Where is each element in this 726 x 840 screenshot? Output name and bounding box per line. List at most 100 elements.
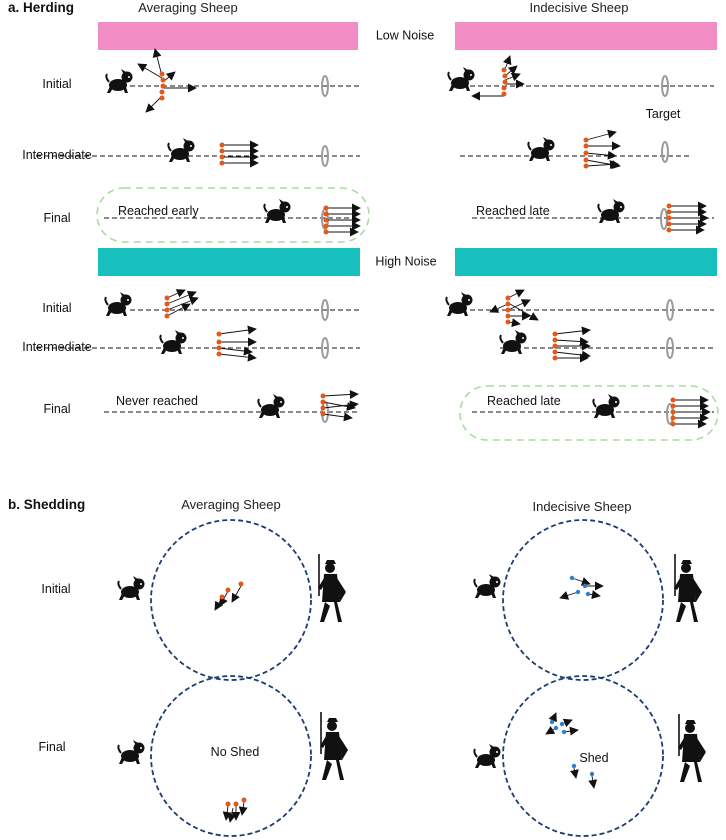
sheep-dot-icon bbox=[571, 763, 577, 769]
sheep-dot-icon bbox=[159, 71, 165, 77]
sheep-dot-icon bbox=[583, 137, 589, 143]
dog-icon bbox=[257, 393, 286, 419]
sheep-dot-icon bbox=[323, 223, 329, 229]
sheep-dot-icon bbox=[670, 409, 676, 415]
sheep-dot-icon bbox=[575, 589, 581, 595]
dog-icon bbox=[159, 329, 188, 355]
dog-icon bbox=[499, 329, 528, 355]
low-noise-band-left bbox=[98, 22, 358, 50]
high-noise-band-left bbox=[98, 248, 360, 276]
row-label-final-low: Final bbox=[43, 211, 70, 225]
sheep-dot-icon bbox=[502, 73, 508, 79]
dog-icon bbox=[117, 575, 146, 601]
target-icon bbox=[660, 208, 668, 230]
sheep-dot-icon bbox=[583, 143, 589, 149]
sheep-group-shed-avg-final bbox=[222, 797, 248, 823]
sheep-dot-icon bbox=[216, 331, 222, 337]
note-reached-late-high: Reached late bbox=[487, 394, 561, 408]
sheep-dot-icon bbox=[583, 163, 589, 169]
dog-icon bbox=[592, 393, 621, 419]
row-label-final-high: Final bbox=[43, 402, 70, 416]
sheep-group-avg-final-high bbox=[320, 389, 359, 422]
sheep-dot-icon bbox=[320, 399, 326, 405]
sheep-dot-icon bbox=[552, 337, 558, 343]
sheep-group-ind-final-low bbox=[666, 201, 709, 235]
shepherd-icon bbox=[319, 711, 349, 781]
note-reached-late-low: Reached late bbox=[476, 204, 550, 218]
sheep-dot-icon bbox=[561, 729, 567, 735]
sheep-dot-icon bbox=[502, 79, 508, 85]
note-reached-early: Reached early bbox=[118, 204, 199, 218]
target-label: Target bbox=[646, 107, 681, 121]
sheep-dot-icon bbox=[320, 393, 326, 399]
sheep-dot-icon bbox=[219, 160, 225, 166]
sheep-dot-icon bbox=[225, 587, 231, 593]
sheep-dot-icon bbox=[320, 405, 326, 411]
sheep-dot-icon bbox=[233, 801, 239, 807]
row-label-shedding-final: Final bbox=[38, 740, 65, 754]
col-title-averaging-shedding: Averaging Sheep bbox=[181, 497, 281, 512]
sheep-dot-icon bbox=[583, 150, 589, 156]
sheep-dot-icon bbox=[552, 343, 558, 349]
sheep-dot-icon bbox=[219, 148, 225, 154]
sheep-dot-icon bbox=[164, 313, 170, 319]
sheep-dot-icon bbox=[666, 209, 672, 215]
sheep-dot-icon bbox=[670, 403, 676, 409]
sheep-dot-icon bbox=[559, 721, 565, 727]
dog-icon bbox=[167, 137, 196, 163]
sheep-dot-icon bbox=[320, 411, 326, 417]
note-no-shed: No Shed bbox=[211, 745, 260, 759]
sheep-dot-icon bbox=[238, 581, 244, 587]
note-shed: Shed bbox=[579, 751, 608, 765]
sheep-group-ind-intermediate-low bbox=[583, 129, 621, 170]
sheep-dot-icon bbox=[666, 215, 672, 221]
sheep-dot-icon bbox=[219, 594, 225, 600]
dog-icon bbox=[445, 291, 474, 317]
sheep-dot-icon bbox=[501, 67, 507, 73]
sheep-dot-icon bbox=[553, 725, 559, 731]
high-noise-label: High Noise bbox=[375, 254, 436, 268]
sheep-dot-icon bbox=[552, 349, 558, 355]
sheep-dot-icon bbox=[164, 307, 170, 313]
sheep-dot-icon bbox=[569, 575, 575, 581]
sheep-dot-icon bbox=[164, 301, 170, 307]
sheep-dot-icon bbox=[225, 801, 231, 807]
sheep-group-ind-final-high bbox=[670, 395, 711, 429]
sheep-dot-icon bbox=[323, 217, 329, 223]
sheep-dot-icon bbox=[159, 89, 165, 95]
sheep-group-shed-ind-final bbox=[545, 712, 598, 789]
arena-circle bbox=[502, 519, 664, 681]
shepherd-icon bbox=[673, 553, 703, 623]
sheep-group-ind-initial-low bbox=[471, 55, 525, 101]
dog-icon bbox=[105, 68, 134, 94]
dog-icon bbox=[597, 198, 626, 224]
low-noise-label: Low Noise bbox=[376, 28, 434, 42]
col-title-averaging-herding: Averaging Sheep bbox=[138, 0, 238, 15]
sheep-dot-icon bbox=[505, 319, 511, 325]
dashed-paths-low bbox=[36, 85, 714, 219]
col-title-indecisive-herding: Indecisive Sheep bbox=[529, 0, 628, 15]
sheep-group-shed-avg-initial bbox=[214, 581, 244, 611]
sheep-group-shed-ind-initial bbox=[559, 575, 604, 600]
sheep-group-ind-intermediate-high bbox=[552, 326, 591, 363]
sheep-dot-icon bbox=[216, 339, 222, 345]
sheep-dot-icon bbox=[549, 719, 555, 725]
sheep-dot-icon bbox=[160, 77, 166, 83]
sheep-dot-icon bbox=[505, 295, 511, 301]
sheep-dot-icon bbox=[501, 91, 507, 97]
sheep-dot-icon bbox=[323, 229, 329, 235]
target-icon bbox=[661, 141, 669, 163]
sheep-group-ind-initial-high bbox=[489, 289, 539, 328]
dog-icon bbox=[263, 198, 292, 224]
section-label-herding: a. Herding bbox=[8, 0, 74, 15]
sheep-dot-icon bbox=[160, 83, 166, 89]
sheep-group-avg-intermediate-low bbox=[219, 140, 259, 168]
sheep-dot-icon bbox=[241, 797, 247, 803]
row-label-shedding-initial: Initial bbox=[41, 582, 70, 596]
sheep-dot-icon bbox=[219, 142, 225, 148]
arena-circle bbox=[502, 675, 664, 837]
dog-icon bbox=[473, 573, 502, 599]
arena-circle bbox=[150, 675, 312, 837]
sheep-dot-icon bbox=[670, 397, 676, 403]
